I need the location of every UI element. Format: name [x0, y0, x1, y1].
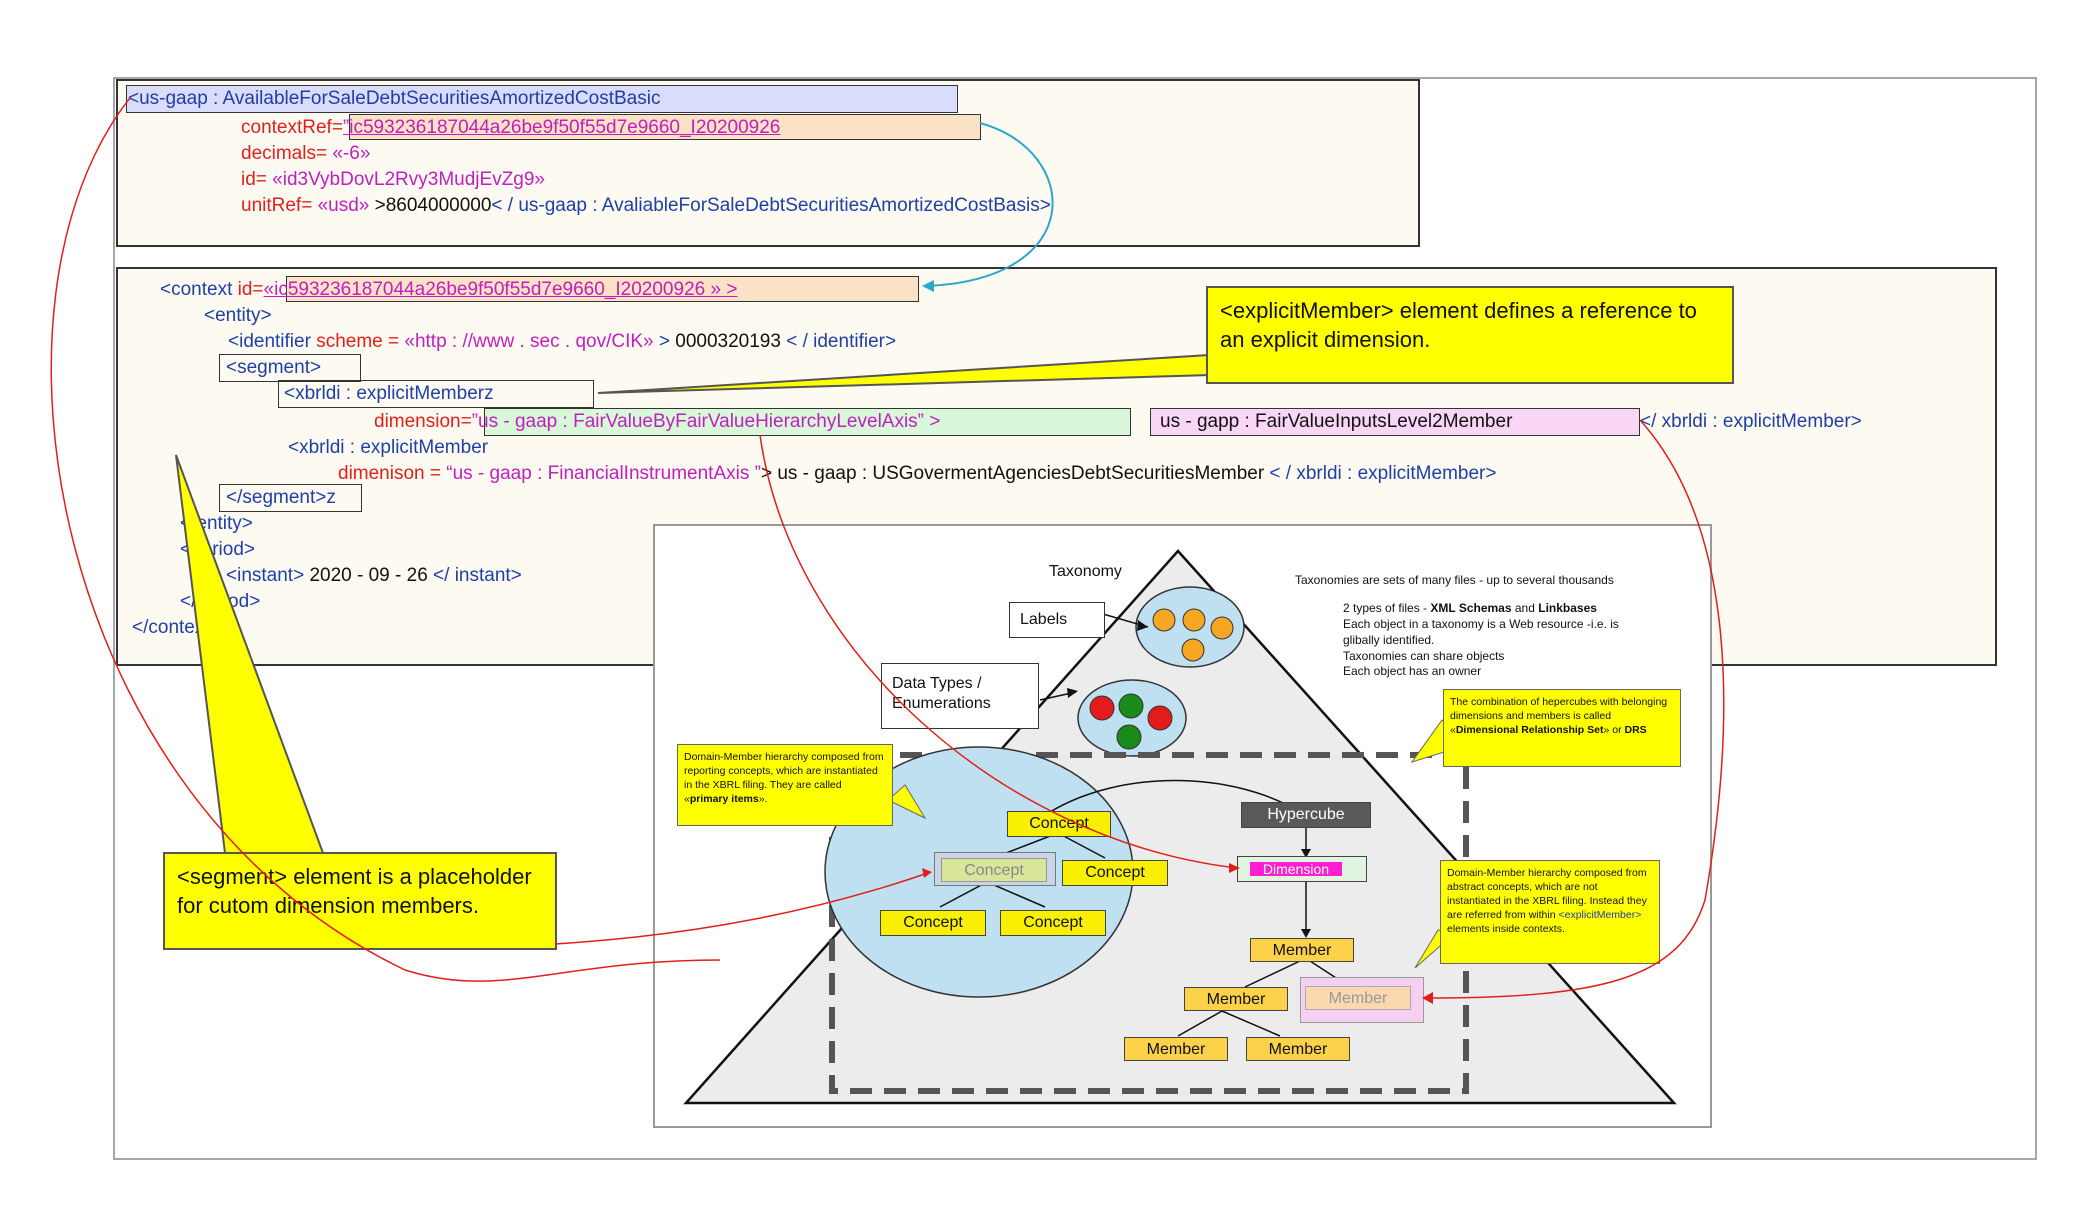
identifier-line: <identifier scheme = «http : //www . sec… [228, 331, 896, 353]
id-attr: id= [241, 169, 273, 190]
instant-close: </ instant> [433, 565, 522, 586]
explicit-member-box [278, 380, 594, 408]
fact-tag-highlight [126, 85, 958, 113]
drs-note: The combination of hepercubes with belon… [1443, 689, 1681, 767]
taxonomy-line-5: Each object has an owner [1343, 664, 1482, 678]
identifier-tag: <identifier [228, 331, 317, 352]
dimension-1-highlight [484, 408, 1131, 436]
concept-right: Concept [1062, 860, 1168, 886]
fact-close-tag: < / us-gaap : AvaliableForSaleDebtSecuri… [491, 195, 1051, 216]
segment-open: <segment> [226, 357, 322, 378]
dimension-2-line: dimenison = “us - gaap : FinancialInstru… [338, 463, 1496, 485]
dimension-2-member: > us - gaap : USGovermentAgenciesDebtSec… [760, 463, 1265, 484]
fact-open-tag: <us-gaap : AvailableForSaleDebtSecuritie… [128, 88, 661, 109]
primary-items-note: Domain-Member hierarchy composed from re… [677, 744, 893, 826]
concept-bottom-left: Concept [880, 910, 986, 936]
member-mid: Member [1184, 987, 1288, 1011]
dimension-1-attr: dimension= [374, 411, 472, 432]
member-1-highlight [1150, 408, 1640, 436]
taxonomy-intro: Taxonomies are sets of many files - up t… [1295, 573, 1614, 587]
explicit-member-1-tag: <xbrldi : explicitMemberz [284, 383, 494, 404]
taxonomy-title: Taxonomy [1049, 563, 1122, 580]
dimension-2-attr: dimenison = [338, 463, 447, 484]
dimension-1-value: ”us - gaap : FairValueByFairValueHierarc… [471, 411, 941, 432]
identifier-number: 0000320193 [675, 331, 781, 352]
member-bottom-right: Member [1246, 1037, 1350, 1061]
dimension-domain-note: Domain-Member hierarchy composed from ab… [1440, 860, 1660, 964]
taxonomy-file-types: 2 types of files - XML Schemas and Linkb… [1343, 601, 1597, 615]
explicit-member-2-tag: <xbrldi : explicitMember [288, 437, 489, 458]
unitref-value: «usd» [317, 195, 370, 216]
id-value: «id3VybDovL2Rvy3MudjEvZg9» [272, 169, 545, 190]
contextref-highlight [349, 114, 981, 140]
data-types-box: Data Types / Enumerations [881, 663, 1039, 729]
segment-close-box [219, 484, 362, 512]
file-types-prefix: 2 types of files - [1343, 601, 1431, 615]
segment-open-box [219, 354, 361, 382]
decimals-attr: decimals= [241, 143, 333, 164]
explicit-member-callout: <explicitMember> element defines a refer… [1206, 286, 1734, 384]
fact-value: >8604000000 [369, 195, 492, 216]
drs-note-bold: Dimensional Relationship Set [1455, 724, 1604, 736]
taxonomy-line-3: glibally identified. [1343, 633, 1435, 647]
context-id-highlight [286, 276, 919, 302]
fact-decimals-line: decimals= «-6» [241, 143, 370, 165]
dim-note-text: Domain-Member hierarchy composed from ab… [1447, 867, 1647, 921]
fact-id-line: id= «id3VybDovL2Rvy3MudjEvZg9» [241, 169, 545, 191]
member-top: Member [1250, 938, 1354, 962]
dim-note-explicit: <explicitMember> [1558, 909, 1642, 921]
drs-note-mid: » or [1603, 724, 1625, 736]
identifier-scheme-attr: scheme = [316, 331, 405, 352]
member-1-close: </ xbrldi : explicitMember> [1640, 411, 1862, 432]
concept-top: Concept [1007, 811, 1111, 837]
segment-close: </segment>z [226, 487, 336, 508]
identifier-gt: > [653, 331, 676, 352]
file-type-schemas: XML Schemas [1430, 601, 1512, 615]
contextref-attr: contextRef= [241, 117, 343, 138]
contextref-value: ”ic593236187044a26be9f50f55d7e9660_I2020… [342, 117, 781, 138]
member-faded: Member [1305, 986, 1411, 1010]
context-id-attr: id= [237, 279, 264, 300]
dim-note-end: elements inside contexts. [1447, 923, 1565, 935]
dimension-2-value: “us - gaap : FinancialInstrumentAxis ” [446, 463, 761, 484]
file-type-linkbases: Linkbases [1538, 601, 1597, 615]
concept-faded: Concept [941, 858, 1047, 882]
unitref-attr: unitRef= [241, 195, 318, 216]
fact-contextref-line: contextRef=”ic593236187044a26be9f50f55d7… [241, 117, 780, 139]
dimension-2-close: < / xbrldi : explicitMember> [1264, 463, 1497, 484]
identifier-scheme-value: «http : //www . sec . qov/CIK» [404, 331, 654, 352]
context-id-value: «ic593236187044a26be9f50f55d7e9660_I2020… [263, 279, 738, 300]
dimension-1-line: dimension=”us - gaap : FairValueByFairVa… [374, 411, 940, 433]
taxonomy-line-4: Taxonomies can share objects [1343, 649, 1505, 663]
concept-bottom-right: Concept [1000, 910, 1106, 936]
primary-note-text: Domain-Member hierarchy composed from re… [684, 751, 884, 805]
primary-note-end: ». [758, 793, 768, 805]
entity-open: <entity> [204, 305, 272, 326]
identifier-close: < / identifier> [780, 331, 897, 352]
primary-note-bold: primary items [689, 793, 759, 805]
instant-value: 2020 - 09 - 26 [304, 565, 434, 586]
decimals-value: «-6» [332, 143, 371, 164]
taxonomy-line-2: Each object in a taxonomy is a Web resou… [1343, 617, 1619, 631]
member-1-value: us - gapp : FairValueInputsLevel2Member [1160, 411, 1513, 432]
member-bottom-left: Member [1124, 1037, 1228, 1061]
fact-unitref-line: unitRef= «usd» >8604000000< / us-gaap : … [241, 195, 1051, 217]
file-types-and: and [1511, 601, 1539, 615]
outer-frame [113, 77, 2037, 1160]
drs-note-drs: DRS [1624, 724, 1647, 736]
labels-box: Labels [1009, 602, 1105, 638]
dimension-box: Dimension [1250, 862, 1342, 876]
context-tag: <context [160, 279, 238, 300]
segment-callout: <segment> element is a placeholder for c… [163, 852, 557, 950]
drs-note-text: The combination of hepercubes with belon… [1450, 696, 1668, 736]
context-open-line: <context id=«ic593236187044a26be9f50f55d… [160, 279, 737, 301]
instant-line: <instant> 2020 - 09 - 26 </ instant> [226, 565, 522, 587]
hypercube-box: Hypercube [1241, 802, 1371, 828]
instant-open: <instant> [226, 565, 305, 586]
